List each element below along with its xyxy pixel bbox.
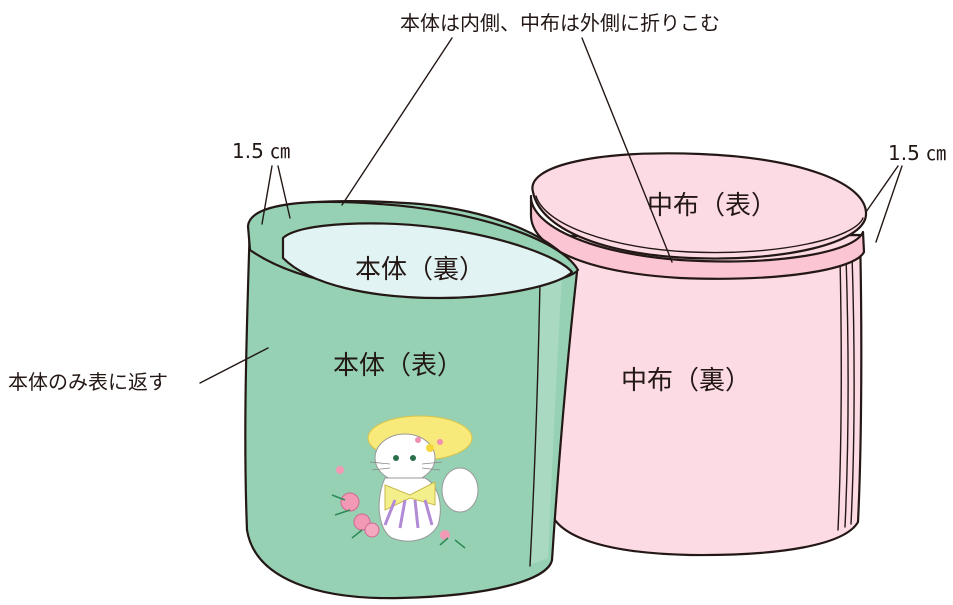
- lining-cylinder: [529, 152, 868, 557]
- leaves: [331, 494, 466, 549]
- lining-top-inner-line: [535, 195, 864, 254]
- cat-whiskers: [369, 461, 443, 471]
- label-lining-side: 中布（裏）: [621, 366, 751, 396]
- daisy: [426, 444, 434, 452]
- leader-right-dim: [865, 165, 903, 243]
- cat-eye-left: [393, 455, 399, 461]
- cat-head: [374, 433, 436, 483]
- rose: [440, 530, 450, 540]
- lining-top: [531, 152, 868, 260]
- daisy: [437, 439, 443, 445]
- rose: [364, 522, 380, 538]
- body-side-strip: [530, 275, 562, 565]
- ribbon-tails: [383, 499, 434, 529]
- bow: [384, 481, 436, 511]
- leader-lines: [199, 37, 903, 384]
- cat-with-flowers-illustration: [331, 415, 479, 549]
- rose: [336, 466, 344, 474]
- daisy: [415, 437, 421, 443]
- lining-rim-band: [529, 194, 866, 280]
- lining-fold-edges: [837, 253, 855, 531]
- body-cylinder: [244, 199, 580, 600]
- flowers: [331, 437, 466, 549]
- label-body-inside: 本体（裏）: [355, 255, 485, 285]
- leader-top-right: [581, 37, 673, 263]
- rose: [340, 492, 360, 512]
- label-lining-top: 中布（表）: [647, 191, 777, 221]
- left-dimension: 1.5 ㎝: [232, 139, 290, 163]
- right-dimension: 1.5 ㎝: [888, 141, 946, 165]
- leader-left-dim: [261, 165, 291, 225]
- body-outer: [244, 199, 579, 600]
- top-note: 本体は内側、中布は外側に折りこむ: [400, 11, 720, 35]
- cat-eye-right: [410, 455, 416, 461]
- body-inside: [281, 222, 574, 300]
- leader-side-note: [199, 347, 269, 384]
- leader-top-left: [341, 37, 453, 206]
- label-body-outside: 本体（表）: [333, 351, 463, 381]
- cat-tail: [441, 467, 479, 513]
- side-note: 本体のみ表に返す: [8, 370, 168, 394]
